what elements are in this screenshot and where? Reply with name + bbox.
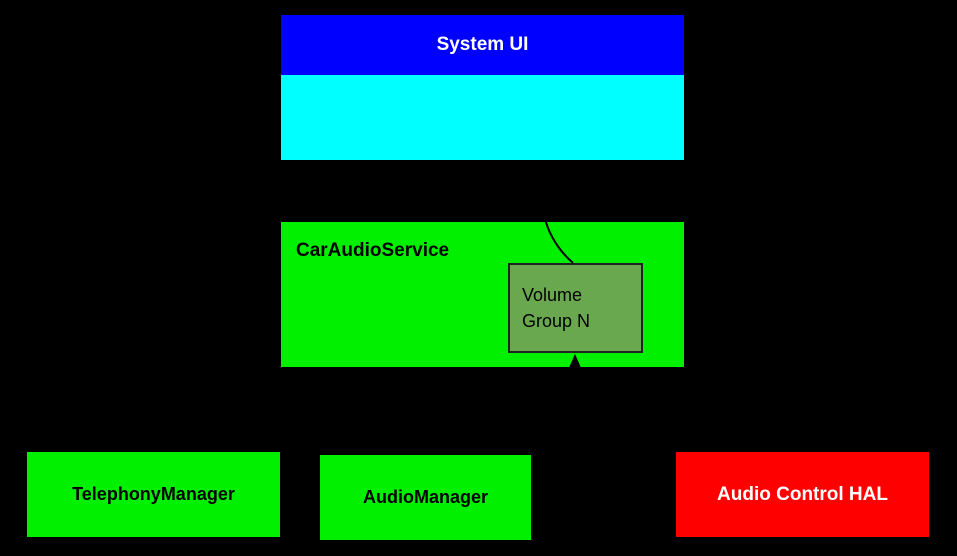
system-ui-body-box: [281, 75, 684, 160]
car-audio-service-box: CarAudioService Volume Group N: [281, 222, 684, 367]
system-ui-box: System UI: [281, 15, 684, 75]
system-ui-label: System UI: [436, 34, 529, 55]
audio-control-hal-label: Audio Control HAL: [717, 483, 888, 505]
telephony-manager-box: TelephonyManager: [27, 452, 280, 537]
volume-group-label: Volume Group N: [522, 284, 591, 331]
car-audio-service-label: CarAudioService: [296, 240, 450, 261]
volume-group-box: Volume Group N: [508, 263, 643, 353]
telephony-manager-label: TelephonyManager: [72, 484, 235, 504]
audio-manager-label: AudioManager: [362, 487, 488, 507]
audio-control-hal-box: Audio Control HAL: [676, 452, 929, 537]
audio-manager-box: AudioManager: [320, 455, 531, 540]
